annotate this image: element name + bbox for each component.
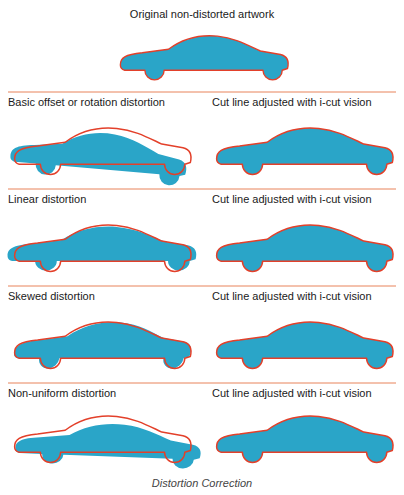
row-label: Cut line adjusted with i-cut vision [212,290,372,303]
distorted-car [12,322,196,368]
figure-caption: Distortion Correction [152,477,252,490]
row-label: Non-uniform distortion [8,387,116,400]
separator-line [8,92,396,93]
corrected-car [217,225,393,271]
original-car [120,36,288,80]
corrected-car [217,416,393,462]
distorted-car [9,125,191,187]
separator-line [8,383,396,384]
distorted-car [8,225,197,271]
heading-label: Original non-distorted artwork [130,8,274,21]
row-label: Skewed distortion [8,290,95,303]
row-label: Cut line adjusted with i-cut vision [212,387,372,400]
corrected-car [217,322,393,368]
row-label: Cut line adjusted with i-cut vision [212,96,372,109]
row-label: Linear distortion [8,193,86,206]
distorted-car [14,416,202,469]
row-label: Cut line adjusted with i-cut vision [212,193,372,206]
corrected-car [217,128,393,174]
row-label: Basic offset or rotation distortion [8,96,165,109]
separator-line [8,189,396,190]
separator-line [8,286,396,287]
